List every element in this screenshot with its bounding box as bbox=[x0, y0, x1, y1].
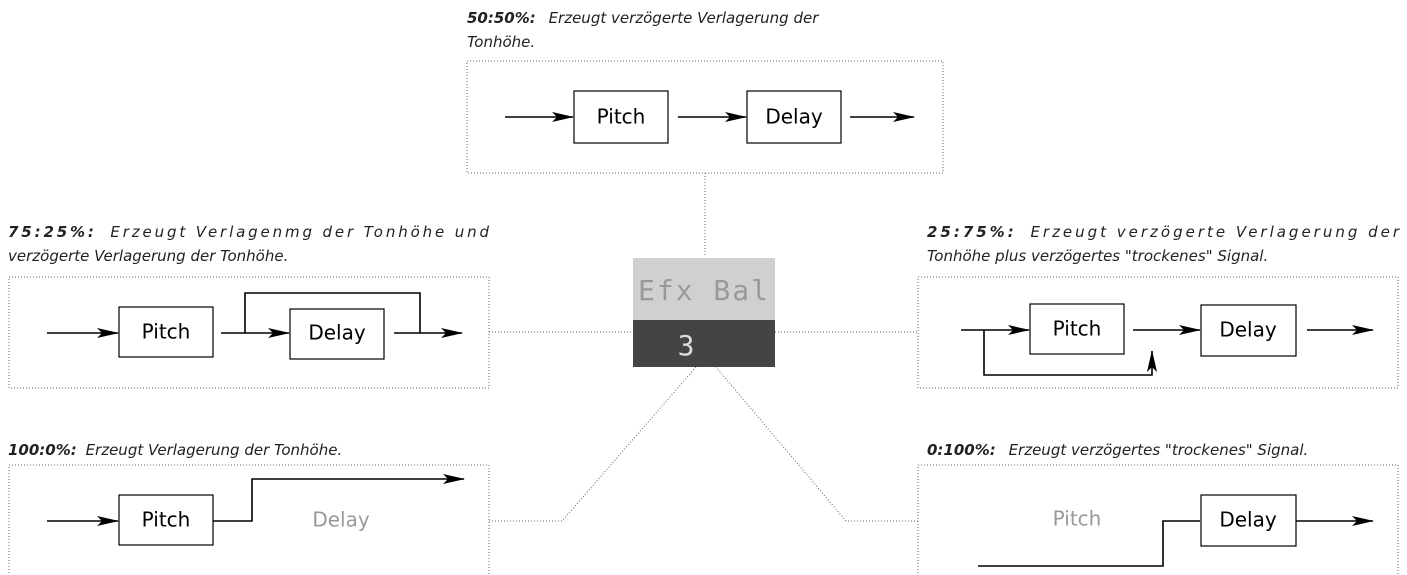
pitch-label: Pitch bbox=[597, 105, 646, 129]
delay-label: Delay bbox=[308, 321, 366, 345]
caption-75-25-line1: 75:25%: Erzeugt Verlagenmg der Tonhöhe u… bbox=[8, 223, 489, 241]
delay-label: Delay bbox=[1219, 508, 1277, 532]
pitch-block bbox=[1029, 303, 1125, 355]
wire-dry-loop bbox=[983, 330, 1157, 376]
caption-25-75-line2: Tonhöhe plus verzögertes "trockenes" Sig… bbox=[927, 247, 1268, 265]
connector-bottom-right bbox=[715, 366, 918, 522]
pitch-block bbox=[118, 494, 214, 546]
efx-bal-display: Efx Bal 3 bbox=[633, 258, 775, 367]
delay-label: Delay bbox=[765, 105, 823, 129]
caption-75-25-text: Erzeugt Verlagenmg der Tonhöhe und bbox=[110, 223, 489, 241]
ratio-25-75: 25:75%: bbox=[927, 223, 1014, 241]
panel-frame-25-75 bbox=[917, 276, 1399, 389]
caption-100-0: 100:0%: Erzeugt Verlagerung der Tonhöhe. bbox=[8, 441, 342, 459]
delay-block bbox=[1200, 304, 1297, 357]
pitch-block bbox=[118, 306, 214, 358]
panel-frame-100-0 bbox=[8, 464, 490, 575]
display-label: Efx Bal bbox=[638, 274, 770, 307]
caption-50-50-line2: Tonhöhe. bbox=[467, 33, 535, 51]
pitch-label: Pitch bbox=[142, 508, 191, 532]
pitch-block bbox=[573, 90, 669, 144]
panel-frame-50-50 bbox=[466, 60, 944, 174]
panel-0-100: 0:100%: Erzeugt verzögertes "trockenes" … bbox=[917, 441, 1399, 575]
caption-25-75-line1: 25:75%: Erzeugt verzögerte Verlagerung d… bbox=[927, 223, 1400, 241]
ratio-50-50: 50:50%: bbox=[467, 9, 536, 27]
delay-label: Delay bbox=[1219, 318, 1277, 342]
display-value: 3 bbox=[678, 329, 695, 362]
caption-0-100: 0:100%: Erzeugt verzögertes "trockenes" … bbox=[927, 441, 1308, 459]
delay-block bbox=[1200, 494, 1297, 547]
ratio-75-25: 75:25%: bbox=[8, 223, 94, 241]
caption-50-50-text: Erzeugt verzögerte Verlagerung der bbox=[549, 9, 820, 27]
panel-75-25: 75:25%: Erzeugt Verlagenmg der Tonhöhe u… bbox=[8, 223, 490, 389]
ratio-100-0: 100:0%: bbox=[8, 441, 77, 459]
delay-block bbox=[289, 308, 385, 360]
pitch-label-inactive: Pitch bbox=[1053, 507, 1102, 531]
pitch-label: Pitch bbox=[1053, 317, 1102, 341]
caption-50-50-line1: 50:50%: Erzeugt verzögerte Verlagerung d… bbox=[467, 9, 819, 27]
panel-frame-0-100 bbox=[917, 464, 1399, 575]
display-value-background bbox=[633, 320, 775, 367]
wire-out bbox=[213, 474, 465, 522]
caption-100-0-text: Erzeugt Verlagerung der Tonhöhe. bbox=[86, 441, 343, 459]
panel-50-50: 50:50%: Erzeugt verzögerte Verlagerung d… bbox=[466, 9, 944, 174]
connector-bottom-left bbox=[489, 366, 697, 522]
panel-frame-75-25 bbox=[8, 276, 490, 389]
panel-25-75: 25:75%: Erzeugt verzögerte Verlagerung d… bbox=[917, 223, 1400, 389]
ratio-0-100: 0:100%: bbox=[927, 441, 996, 459]
caption-75-25-line2: verzögerte Verlagerung der Tonhöhe. bbox=[8, 247, 288, 265]
wire-bypass bbox=[244, 292, 421, 333]
delay-block-inactive bbox=[294, 495, 388, 545]
delay-block bbox=[746, 90, 842, 144]
pitch-block-inactive bbox=[1030, 494, 1124, 544]
connectors bbox=[489, 173, 918, 522]
panel-100-0: 100:0%: Erzeugt Verlagerung der Tonhöhe.… bbox=[8, 441, 490, 575]
pitch-label: Pitch bbox=[142, 320, 191, 344]
delay-label-inactive: Delay bbox=[312, 508, 370, 532]
display-label-background bbox=[633, 258, 775, 320]
caption-25-75-text: Erzeugt verzögerte Verlagerung der bbox=[1030, 223, 1399, 241]
caption-0-100-text: Erzeugt verzögertes "trockenes" Signal. bbox=[1009, 441, 1309, 459]
wire-dry-path bbox=[978, 520, 1200, 567]
